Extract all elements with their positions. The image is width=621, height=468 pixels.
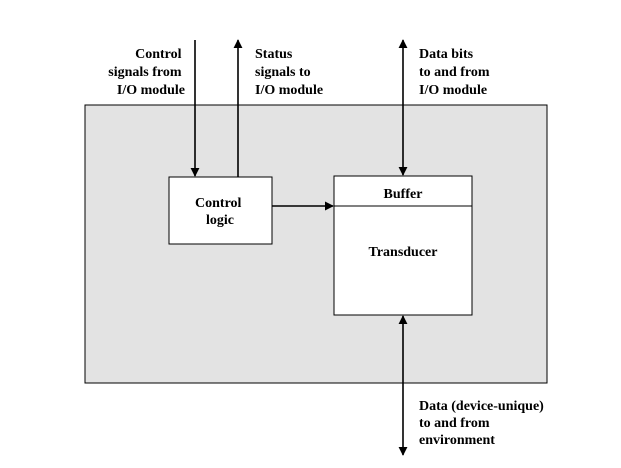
control-logic-label: Control logic	[195, 196, 245, 228]
status-signals-label-line-3: I/O module	[255, 83, 323, 98]
environment-data-label: Data (device-unique) to and from environ…	[419, 399, 547, 448]
control-signals-label-line-2: signals from	[108, 65, 182, 80]
status-signals-label-line-2: signals to	[255, 65, 311, 80]
control-signals-label: Control signals from I/O module	[108, 47, 185, 98]
control-signals-label-line-3: I/O module	[117, 83, 185, 98]
environment-data-label-line-2: to and from	[419, 416, 490, 431]
data-bits-label-line-1: Data bits	[419, 47, 474, 62]
control-logic-block	[168, 176, 273, 245]
data-bits-label-line-3: I/O module	[419, 83, 487, 98]
buffer-label: Buffer	[384, 187, 423, 202]
status-signals-label-line-1: Status	[255, 47, 293, 62]
data-bits-label: Data bits to and from I/O module	[419, 47, 493, 98]
environment-data-label-line-1: Data (device-unique)	[419, 399, 544, 414]
transducer-block	[333, 175, 473, 316]
control-logic-label-line-1: Control	[195, 196, 242, 211]
data-bits-label-line-2: to and from	[419, 65, 490, 80]
external-device-body	[84, 104, 548, 384]
control-signals-label-line-1: Control	[135, 47, 182, 62]
status-signals-label: Status signals to I/O module	[255, 47, 323, 98]
transducer-label: Transducer	[369, 245, 438, 260]
control-logic-label-line-2: logic	[206, 213, 234, 228]
environment-data-label-line-3: environment	[419, 433, 495, 448]
